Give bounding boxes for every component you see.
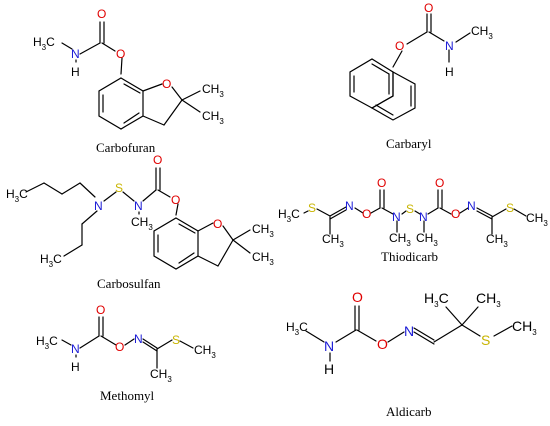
thiodicarb-ch3-c-left: CH3 (322, 232, 344, 249)
carbosulfan-sulfur: S (115, 181, 123, 195)
aldicarb-oxime-oxygen: O (377, 336, 388, 352)
carbosulfan-ring-oxygen: O (213, 217, 222, 231)
carbosulfan-nitrogen-2: N (134, 199, 143, 213)
methomyl-structure: H3C N H O O N CH3 S CH3 Methomyl (36, 303, 216, 403)
carbosulfan-caption: Carbosulfan (97, 276, 161, 291)
thiodicarb-structure: H3C S CH3 N O O N S N CH3 CH3 O O N CH3 … (278, 176, 548, 264)
carbofuran-structure: H3C N H O O O CH3 CH3 Carbofuran (33, 7, 224, 155)
aldicarb-structure: H3C N H O O N H3C CH3 S CH3 Aldicarb (286, 289, 537, 419)
thiodicarb-ch3-c-right: CH3 (486, 232, 508, 249)
carbosulfan-structure: H3C H3C N S N CH3 O O O CH3 CH3 Carbosul… (6, 153, 274, 291)
thiodicarb-sulfur-right: S (506, 201, 514, 215)
carbofuran-ester-oxygen: O (116, 47, 125, 61)
thiodicarb-n-ch3-left: CH3 (389, 231, 411, 248)
methomyl-hydrogen: H (71, 360, 80, 374)
methomyl-oxime-oxygen: O (115, 340, 124, 354)
aldicarb-caption: Aldicarb (386, 404, 431, 419)
thiodicarb-sulfur-left: S (308, 201, 316, 215)
carbosulfan-ester-oxygen: O (171, 193, 180, 207)
methomyl-sulfur: S (172, 333, 180, 347)
thiodicarb-sulfur-center: S (406, 202, 414, 216)
thiodicarb-oxime-o-right: O (451, 207, 460, 221)
aldicarb-oxime-nitrogen: N (404, 323, 414, 339)
carbosulfan-ch3-ring-top: CH3 (252, 222, 274, 239)
carbosulfan-n-ch3: CH3 (131, 215, 153, 232)
thiodicarb-oxime-n-right: N (467, 199, 476, 213)
methomyl-carbonyl-oxygen: O (96, 303, 105, 317)
thiodicarb-carbonyl-o-left: O (377, 176, 386, 190)
thiodicarb-carbonyl-o-right: O (435, 176, 444, 190)
thiodicarb-caption: Thiodicarb (381, 249, 438, 264)
aldicarb-ch3-top-left: H3C (424, 290, 449, 309)
carbaryl-ester-oxygen: O (395, 39, 404, 53)
carbofuran-carbonyl-oxygen: O (97, 7, 106, 21)
carbosulfan-ch3-ring-bottom: CH3 (252, 250, 274, 267)
methomyl-oxime-nitrogen: N (134, 332, 143, 346)
thiodicarb-ch3-right: CH3 (526, 211, 548, 228)
aldicarb-ch3-top-right: CH3 (476, 290, 501, 309)
thiodicarb-oxime-o-left: O (362, 207, 371, 221)
methomyl-ch3-left: H3C (36, 334, 58, 351)
carbofuran-hydrogen: H (71, 65, 80, 79)
methomyl-ch3-c: CH3 (150, 367, 172, 384)
aldicarb-sulfur: S (481, 332, 490, 348)
thiodicarb-n-left: N (392, 210, 401, 224)
carbaryl-nitrogen: N (445, 39, 454, 53)
aldicarb-nitrogen: N (324, 338, 334, 354)
aldicarb-ch3-left: H3C (286, 320, 308, 337)
carbofuran-methyl-label: H3C (33, 35, 55, 52)
carbofuran-ch3-bottom: CH3 (202, 109, 224, 126)
carbaryl-structure: O O N H CH3 Carbaryl (349, 1, 493, 151)
carbaryl-caption: Carbaryl (386, 136, 432, 151)
aldicarb-carbonyl-oxygen: O (352, 289, 363, 305)
carbosulfan-carbonyl-oxygen: O (153, 153, 162, 167)
carbofuran-caption: Carbofuran (96, 140, 156, 155)
carbaryl-ch3: CH3 (471, 24, 493, 41)
thiodicarb-oxime-n-left: N (345, 199, 354, 213)
carbofuran-ch3-top: CH3 (202, 82, 224, 99)
aldicarb-ch3-right: CH3 (512, 318, 537, 337)
carbaryl-carbonyl-oxygen: O (424, 1, 433, 15)
carbaryl-hydrogen: H (445, 65, 454, 79)
thiodicarb-ch3-left: H3C (278, 207, 300, 224)
carbofuran-nitrogen: N (71, 47, 80, 61)
aldicarb-hydrogen: H (324, 361, 334, 377)
methomyl-nitrogen: N (71, 342, 80, 356)
methomyl-ch3-right: CH3 (194, 343, 216, 360)
thiodicarb-n-ch3-right: CH3 (416, 231, 438, 248)
thiodicarb-n-right: N (419, 210, 428, 224)
carbofuran-ring-oxygen: O (162, 77, 171, 91)
carbosulfan-nitrogen-1: N (94, 199, 103, 213)
carbosulfan-ch3-bottom: H3C (40, 252, 62, 269)
carbosulfan-ch3-top: H3C (6, 187, 28, 204)
methomyl-caption: Methomyl (100, 388, 155, 403)
